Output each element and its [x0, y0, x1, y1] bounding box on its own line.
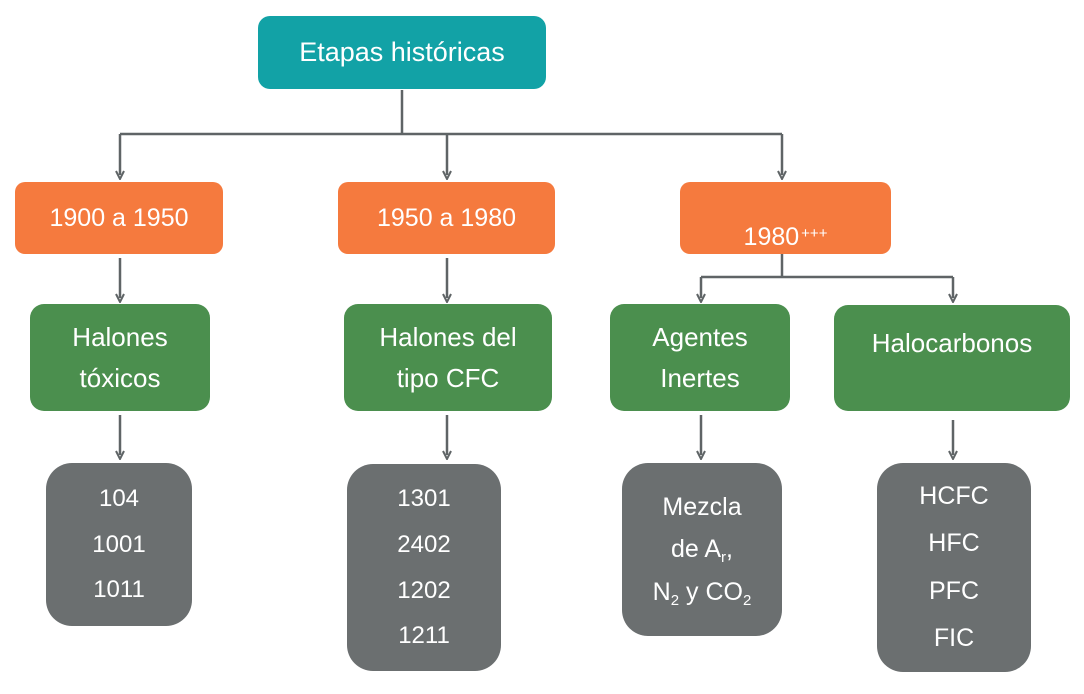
example-item: 1301 [397, 485, 451, 513]
category-label: Agentes Inertes [652, 322, 748, 393]
root-label: Etapas históricas [299, 36, 505, 67]
example-subscript: r [721, 549, 727, 567]
example-item: 1202 [397, 576, 451, 604]
period-suffix: +++ [801, 225, 828, 242]
period-node-1950-1980: 1950 a 1980 [338, 182, 555, 254]
category-label: Halocarbonos [871, 328, 1033, 358]
category-node-halocarbonos: Halocarbonos [834, 305, 1070, 411]
period-label: 1980+++ [744, 179, 828, 257]
example-node-halones-cfc: 1301 2402 1202 1211 [347, 464, 501, 671]
example-item: 1001 [92, 530, 146, 558]
example-node-halocarbonos: HCFC HFC PFC FIC [877, 463, 1031, 672]
period-label: 1900 a 1950 [49, 203, 189, 232]
example-text: , [726, 535, 733, 564]
example-item: 1211 [398, 622, 450, 650]
example-item: 104 [98, 485, 140, 513]
category-label: Halones tóxicos [72, 322, 168, 393]
example-item: HCFC [919, 481, 989, 510]
category-node-halones-cfc: Halones del tipo CFC [344, 304, 552, 411]
category-label: Halones del tipo CFC [379, 322, 517, 393]
example-node-agentes-inertes: Mezcla de Ar, N2 y CO2 [622, 463, 782, 636]
example-node-halones-toxicos: 104 1001 1011 [46, 463, 192, 626]
period-node-1980-plus: 1980+++ [680, 182, 891, 254]
period-year: 1980 [743, 223, 800, 251]
example-text: de A [670, 535, 722, 564]
example-line-1: Mezcla [662, 492, 742, 521]
example-item: 1011 [93, 576, 145, 604]
example-line-3: N2 y CO2 [653, 571, 752, 614]
example-subscript: 2 [670, 591, 680, 609]
example-item: 2402 [397, 530, 451, 558]
category-node-agentes-inertes: Agentes Inertes [610, 304, 790, 411]
root-node: Etapas históricas [258, 16, 546, 89]
example-item: PFC [929, 576, 979, 605]
example-item: HFC [928, 529, 980, 557]
example-text: N [652, 577, 671, 606]
example-line-2: de Ar, [671, 528, 733, 571]
example-item: FIC [933, 624, 975, 652]
example-text: y CO [679, 577, 743, 606]
period-label: 1950 a 1980 [376, 203, 517, 232]
category-node-halones-toxicos: Halones tóxicos [30, 304, 210, 411]
example-subscript: 2 [742, 591, 752, 609]
period-node-1900-1950: 1900 a 1950 [15, 182, 223, 254]
